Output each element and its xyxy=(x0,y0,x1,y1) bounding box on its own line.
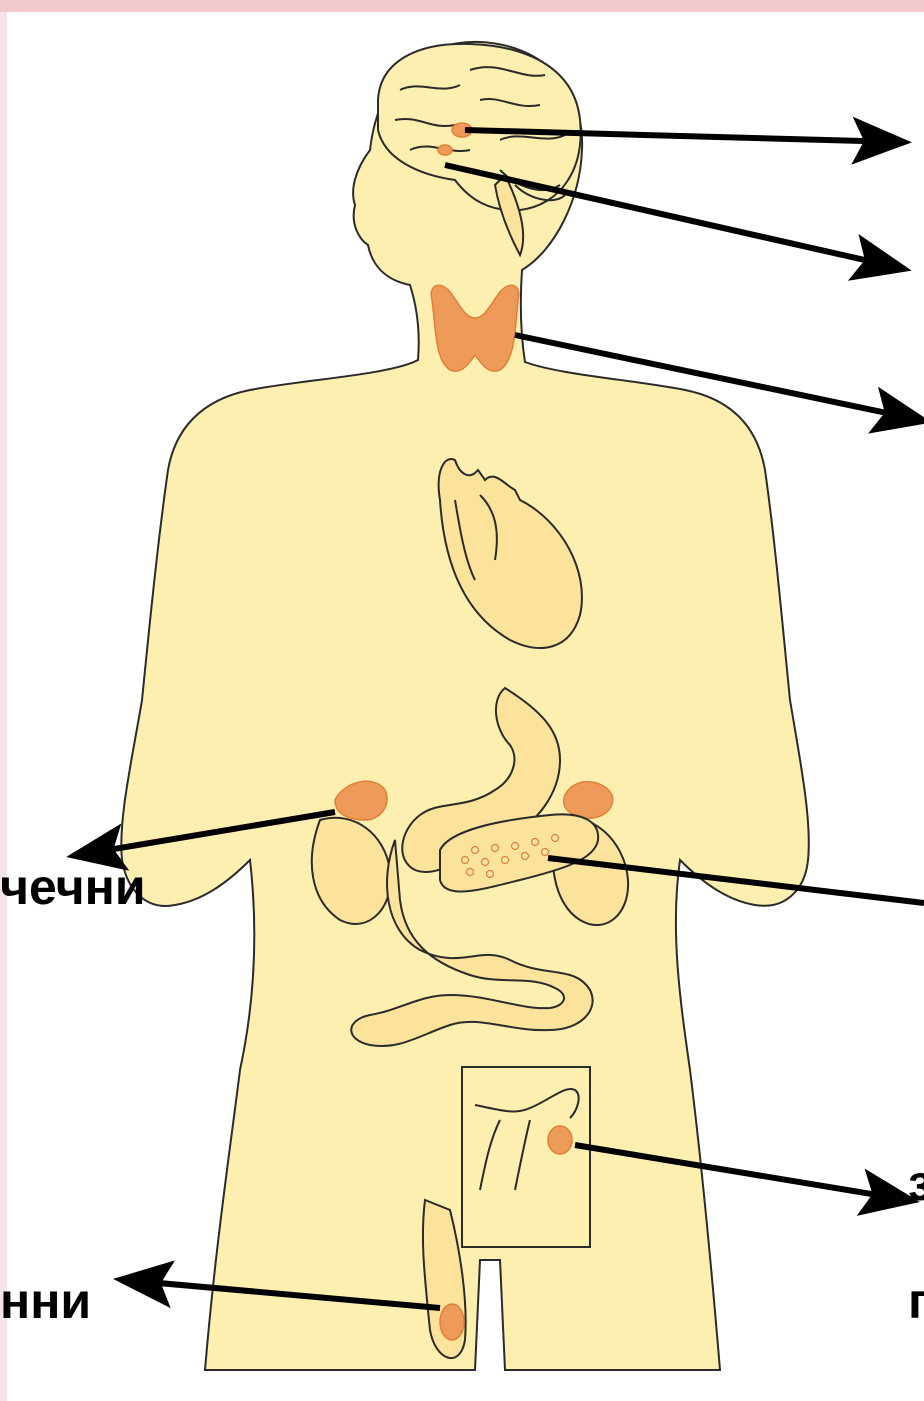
label-left-adrenal: чечни xyxy=(0,862,146,912)
label-right-ovary: з xyxy=(908,1158,924,1208)
testis-gland xyxy=(440,1304,464,1340)
pituitary-gland xyxy=(438,145,452,155)
label-right-ovary-2: г xyxy=(908,1276,924,1326)
ovary-gland xyxy=(548,1126,572,1154)
right-adrenal-gland xyxy=(564,782,613,818)
label-left-testis: нни xyxy=(0,1276,91,1326)
ovary-inset-box xyxy=(462,1067,590,1247)
